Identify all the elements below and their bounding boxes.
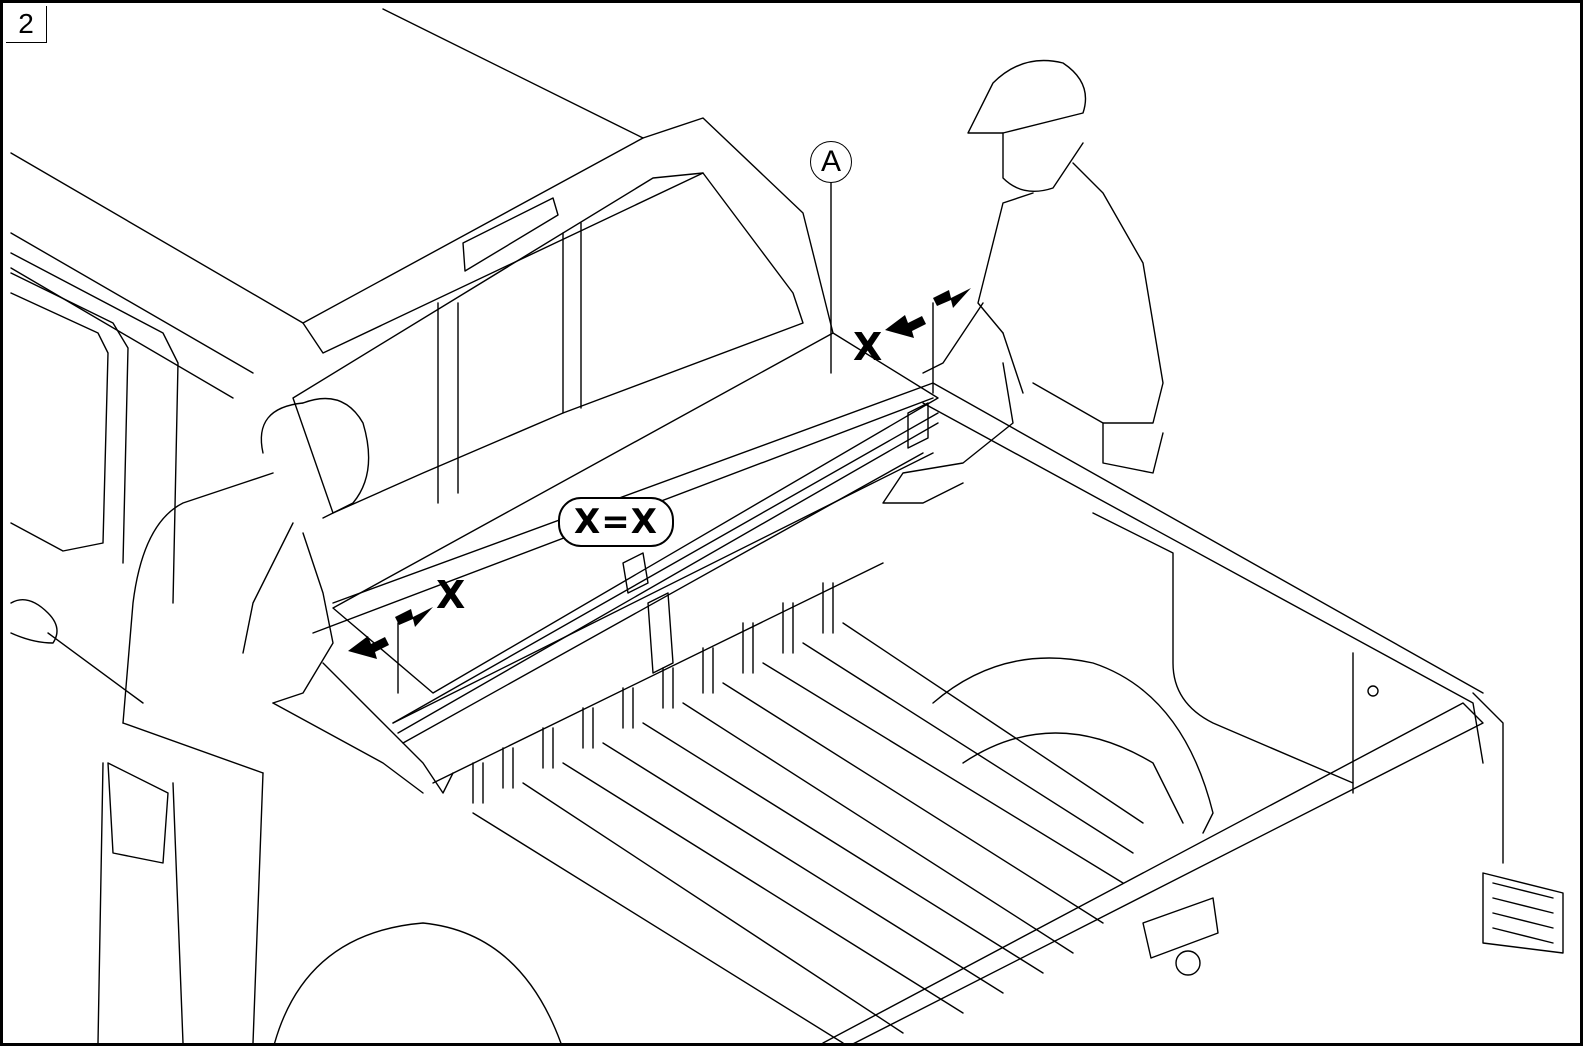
equal-distance-label: X=X [558, 497, 674, 547]
measurement-marks [397, 302, 934, 694]
arrow-pair-left-icon [348, 607, 433, 659]
step-number: 2 [6, 6, 47, 43]
person-right [882, 59, 1164, 504]
truck-bed [274, 382, 1564, 1043]
measurement-label-right: X [853, 325, 883, 369]
measurement-label-left: X [436, 573, 466, 617]
truck-cab [10, 8, 834, 704]
truck-bed-illustration [10, 8, 1564, 1043]
arrow-pair-right-icon [885, 288, 971, 338]
person-left [97, 397, 454, 1043]
tonneau-cover-panel [332, 180, 939, 744]
part-callout-a: A [810, 141, 852, 183]
